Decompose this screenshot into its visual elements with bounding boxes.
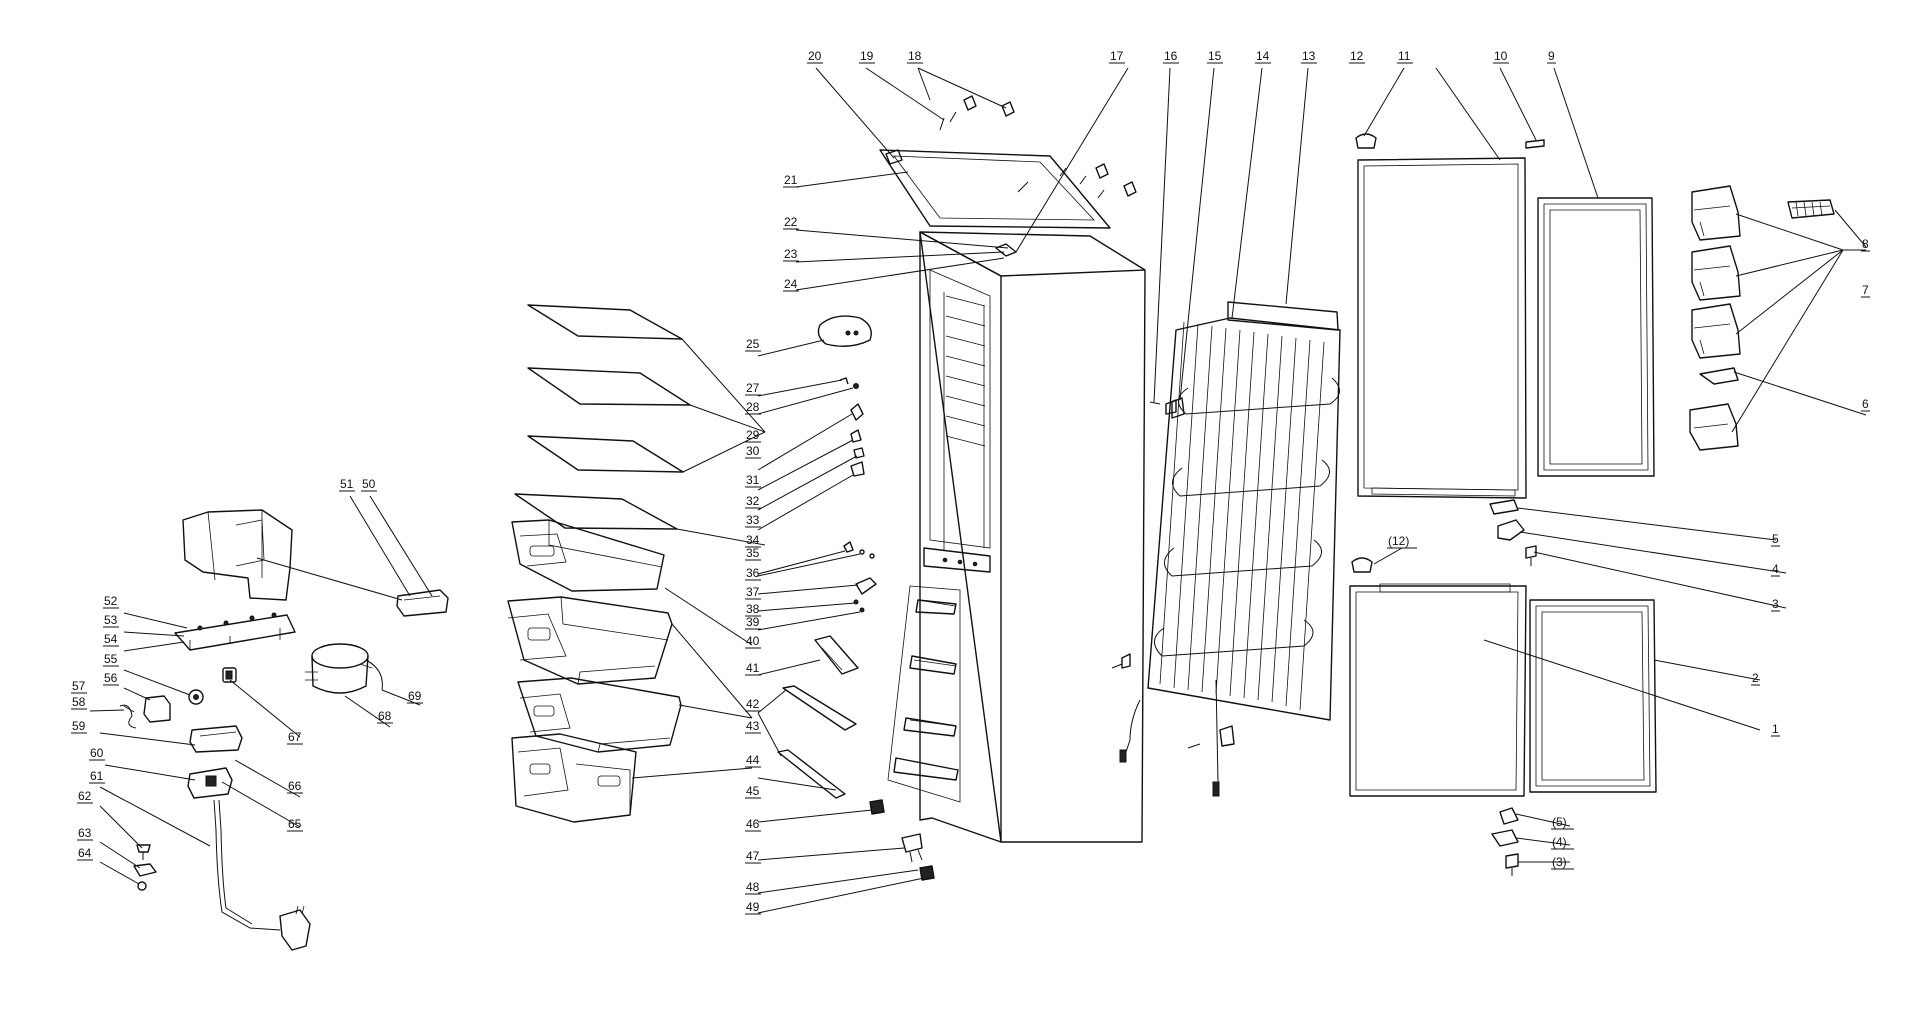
small-parts-column: [757, 315, 935, 914]
callout-32: 32: [746, 494, 760, 508]
callout-5b: (5): [1552, 815, 1567, 829]
callout-27: 27: [746, 381, 760, 395]
doors-group: [1349, 67, 1867, 876]
callout-64: 64: [78, 846, 92, 860]
callout-51: 51: [340, 477, 354, 491]
callout-56: 56: [104, 671, 118, 685]
callout-3b: (3): [1552, 855, 1567, 869]
callout-30: 30: [746, 444, 760, 458]
callout-43: 43: [746, 719, 760, 733]
callout-40: 40: [746, 634, 760, 648]
callout-9: 9: [1548, 49, 1555, 63]
callout-19: 19: [860, 49, 874, 63]
callout-36: 36: [746, 566, 760, 580]
callout-42: 42: [746, 697, 760, 711]
callout-13: 13: [1302, 49, 1316, 63]
callout-16: 16: [1164, 49, 1178, 63]
callout-4b: (4): [1552, 835, 1567, 849]
callout-49: 49: [746, 900, 760, 914]
callout-21: 21: [784, 173, 798, 187]
callout-5: 5: [1772, 532, 1779, 546]
callout-58: 58: [72, 695, 86, 709]
callout-25: 25: [746, 337, 760, 351]
callout-35: 35: [746, 546, 760, 560]
callout-67: 67: [288, 730, 302, 744]
callout-6: 6: [1862, 397, 1869, 411]
callout-1: 1: [1772, 722, 1779, 736]
callout-54: 54: [104, 632, 118, 646]
cabinet-body: [795, 67, 1146, 843]
callout-41: 41: [746, 661, 760, 675]
callout-31: 31: [746, 473, 760, 487]
callout-23: 23: [784, 247, 798, 261]
callout-22: 22: [784, 215, 798, 229]
callout-57: 57: [72, 679, 86, 693]
callout-12: 12: [1350, 49, 1364, 63]
callout-50: 50: [362, 477, 376, 491]
callout-33: 33: [746, 513, 760, 527]
callout-47: 47: [746, 849, 760, 863]
callout-66: 66: [288, 779, 302, 793]
callout-labels: 1234567891011121314151617181920212223242…: [71, 49, 1870, 915]
callout-7: 7: [1862, 283, 1869, 297]
callout-29: 29: [746, 428, 760, 442]
callout-55: 55: [104, 652, 118, 666]
callout-59: 59: [72, 719, 86, 733]
callout-14: 14: [1256, 49, 1270, 63]
callout-4: 4: [1772, 562, 1779, 576]
callout-65: 65: [288, 817, 302, 831]
callout-39: 39: [746, 615, 760, 629]
callout-24: 24: [784, 277, 798, 291]
callout-17: 17: [1110, 49, 1124, 63]
callout-34: 34: [746, 533, 760, 547]
callout-37: 37: [746, 585, 760, 599]
callout-48: 48: [746, 880, 760, 894]
callout-61: 61: [90, 769, 104, 783]
callout-53: 53: [104, 613, 118, 627]
callout-62: 62: [78, 789, 92, 803]
callout-28: 28: [746, 400, 760, 414]
callout-11: 11: [1398, 49, 1411, 63]
condenser-group: [1111, 67, 1341, 797]
shelves-and-drawers-group: [507, 304, 766, 823]
callout-8: 8: [1862, 237, 1869, 251]
callout-38: 38: [746, 602, 760, 616]
callout-3: 3: [1772, 597, 1779, 611]
machine-compartment-group: [89, 495, 449, 951]
callout-18: 18: [908, 49, 922, 63]
callout-2: 2: [1752, 671, 1759, 685]
callout-10: 10: [1494, 49, 1508, 63]
callout-69: 69: [408, 689, 422, 703]
callout-44: 44: [746, 753, 760, 767]
callout-68: 68: [378, 709, 392, 723]
callout-60: 60: [90, 746, 104, 760]
callout-52: 52: [104, 594, 118, 608]
callout-45: 45: [746, 784, 760, 798]
callout-46: 46: [746, 817, 760, 831]
callout-63: 63: [78, 826, 92, 840]
callout-12b: (12): [1388, 534, 1409, 548]
callout-20: 20: [808, 49, 822, 63]
callout-15: 15: [1208, 49, 1222, 63]
sensor-parts: [1149, 67, 1215, 419]
